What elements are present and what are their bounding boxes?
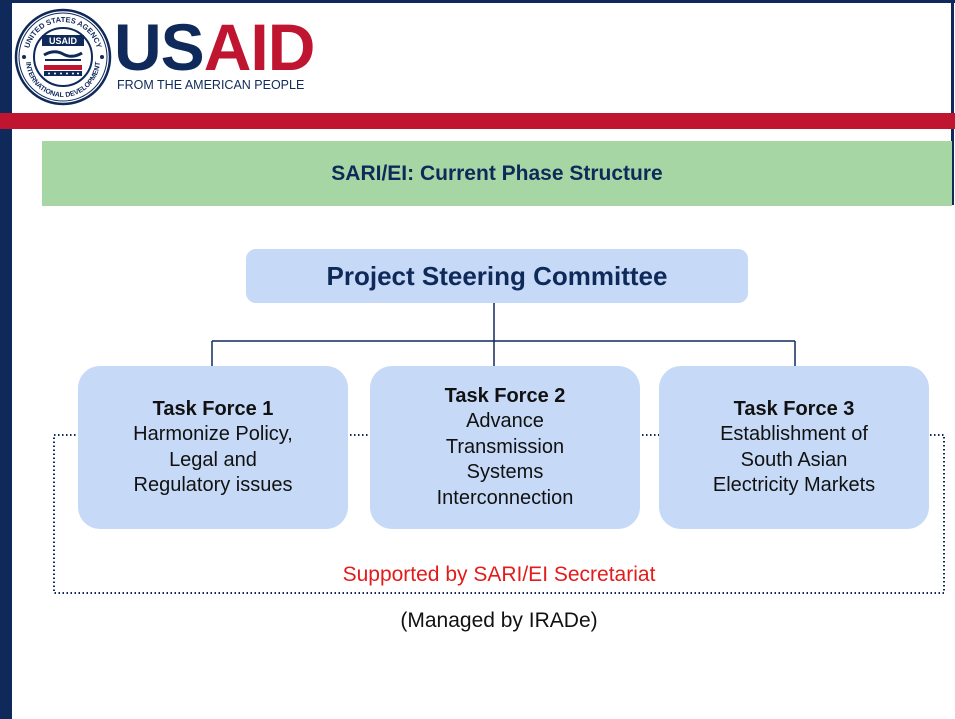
steering-committee-box: Project Steering Committee [246, 249, 748, 303]
secretariat-support-label: Supported by SARI/EI Secretariat [342, 563, 656, 586]
task-force-2-name: Task Force 2 [444, 385, 566, 408]
red-header-band [0, 113, 955, 129]
task-force-1-desc-line: Regulatory issues [133, 473, 293, 496]
steering-committee-label: Project Steering Committee [326, 260, 668, 291]
task-force-1-box: Task Force 1 Harmonize Policy, Legal and… [78, 366, 348, 529]
usaid-logo-wordmark: USAID [114, 10, 315, 84]
task-force-3-desc-line: Electricity Markets [712, 473, 876, 496]
task-force-3-desc-line: Establishment of [720, 423, 868, 446]
task-force-3-desc-line: South Asian [740, 448, 848, 471]
task-force-2-desc-line: Systems [466, 461, 544, 484]
task-force-2-desc-line: Advance [466, 410, 544, 433]
slide-title: SARI/EI: Current Phase Structure [331, 161, 663, 185]
task-force-2-box: Task Force 2 Advance Transmission System… [370, 366, 640, 529]
task-force-1-name: Task Force 1 [152, 397, 274, 420]
title-band: SARI/EI: Current Phase Structure [42, 141, 952, 206]
task-force-3-name: Task Force 3 [733, 397, 855, 420]
left-accent-bar [0, 0, 12, 719]
right-border [951, 0, 954, 205]
usaid-seal-icon: UNITED STATES AGENCY INTERNATIONAL DEVEL… [14, 8, 112, 106]
managed-by-label: (Managed by IRADe) [400, 609, 598, 632]
task-force-1-desc-line: Legal and [169, 448, 257, 471]
task-force-2-desc-line: Transmission [445, 435, 565, 458]
top-border [0, 0, 955, 3]
task-force-2-desc-line: Interconnection [436, 486, 574, 509]
task-force-3-box: Task Force 3 Establishment of South Asia… [659, 366, 929, 529]
usaid-logo-tagline: FROM THE AMERICAN PEOPLE [117, 78, 305, 92]
task-force-1-desc-line: Harmonize Policy, [133, 423, 293, 446]
svg-text:USAID: USAID [49, 36, 78, 46]
